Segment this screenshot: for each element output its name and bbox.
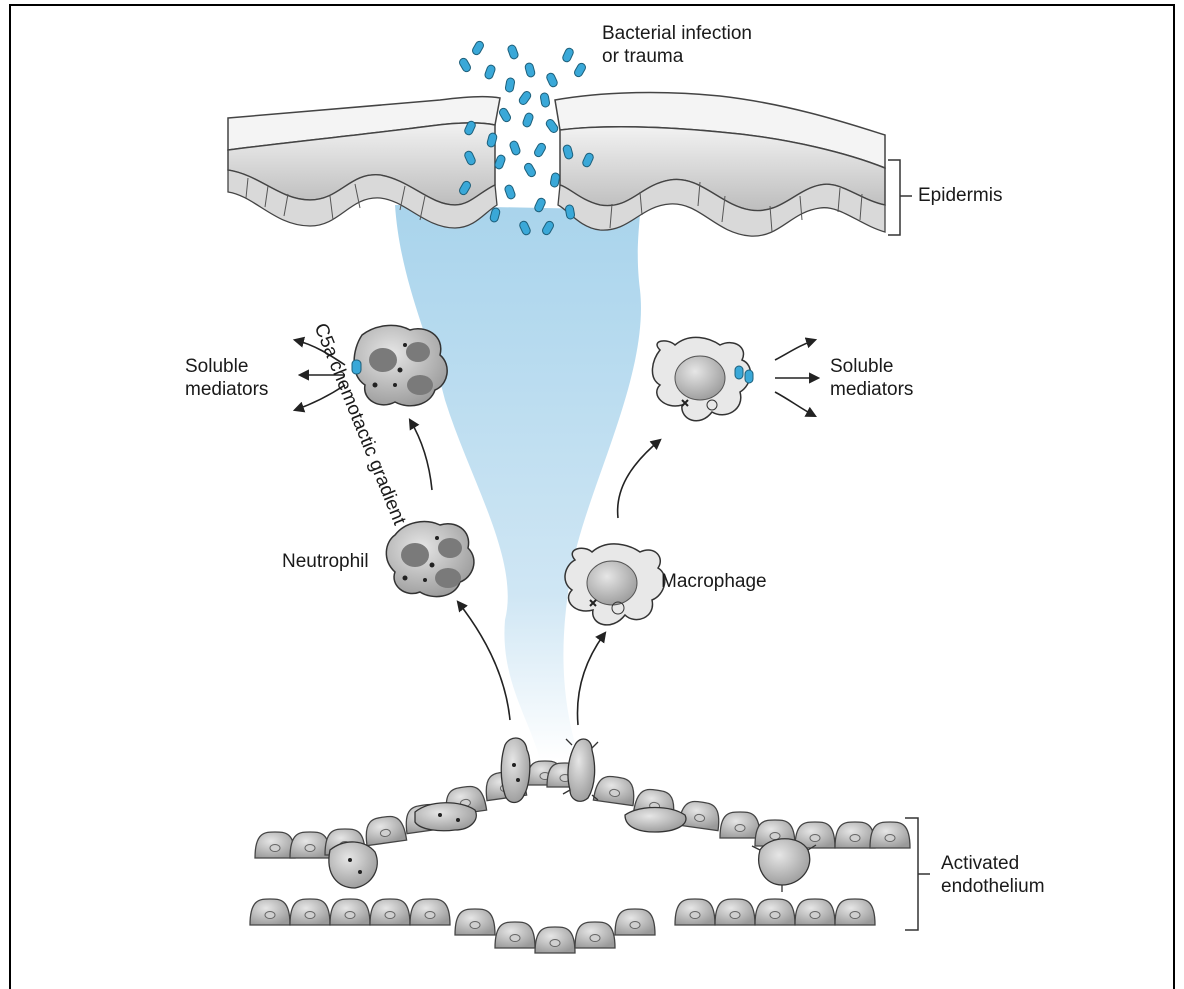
macrophage-cell — [565, 544, 665, 625]
endothelial-cell — [255, 832, 295, 858]
endothelial-cell — [615, 909, 655, 935]
endothelial-cell — [593, 774, 636, 805]
soluble-left-line2: mediators — [185, 378, 268, 401]
infection-label: Bacterial infection or trauma — [602, 22, 752, 68]
soluble-left-line1: Soluble — [185, 355, 268, 378]
rolling-neutrophil — [415, 803, 476, 831]
neutrophil-label: Neutrophil — [282, 550, 369, 573]
epidermis-bracket — [888, 160, 912, 235]
endothelial-cell — [575, 922, 615, 948]
bacterium — [509, 140, 521, 156]
endothelial-cell — [675, 899, 715, 925]
bacterium — [498, 107, 512, 123]
neutrophil-upper-cell — [352, 325, 447, 405]
endothelial-cell — [290, 832, 330, 858]
soluble-right-line1: Soluble — [830, 355, 913, 378]
endothelial-cell — [330, 899, 370, 925]
endothelial-cell — [290, 899, 330, 925]
endothelial-cell — [363, 814, 406, 845]
endothelial-cell — [720, 812, 760, 838]
endothelial-cell — [410, 899, 450, 925]
infection-label-line1: Bacterial infection — [602, 22, 752, 45]
bacterium — [540, 92, 550, 107]
macrophage-label: Macrophage — [661, 570, 767, 593]
bacterium — [533, 142, 547, 158]
macrophage-label-text: Macrophage — [661, 570, 767, 593]
adherent-neutrophil — [329, 842, 377, 888]
bacterium — [458, 57, 472, 73]
endothelial-cell — [715, 899, 755, 925]
bacterium — [573, 62, 587, 78]
bacterium — [522, 112, 534, 128]
endothelium-label-line1: Activated — [941, 852, 1045, 875]
endothelial-cell — [535, 927, 575, 953]
bacterium — [545, 72, 558, 88]
endothelial-cell — [455, 909, 495, 935]
bacterium — [518, 90, 533, 106]
bacterium — [550, 172, 560, 187]
bacterium — [471, 40, 485, 56]
rolling-macrophage — [625, 808, 686, 833]
endothelial-cell — [370, 899, 410, 925]
endothelial-cell — [250, 899, 290, 925]
bacterium — [524, 62, 535, 78]
endothelial-cell — [755, 899, 795, 925]
neutrophil-label-text: Neutrophil — [282, 550, 369, 573]
endothelium-label: Activated endothelium — [941, 852, 1045, 898]
infection-label-line2: or trauma — [602, 45, 752, 68]
bacterium — [523, 162, 537, 178]
soluble-mediators-right-label: Soluble mediators — [830, 355, 913, 401]
endothelial-cell — [870, 822, 910, 848]
neutrophil-cell — [386, 522, 474, 597]
epidermis-label: Epidermis — [918, 184, 1002, 207]
endothelium-label-line2: endothelium — [941, 875, 1045, 898]
bacterium — [484, 64, 496, 80]
endothelial-cell — [795, 899, 835, 925]
bacterium — [561, 47, 574, 63]
endothelial-cell — [835, 899, 875, 925]
epidermis-label-text: Epidermis — [918, 184, 1002, 207]
endothelial-cell — [495, 922, 535, 948]
macrophage-upper-cell — [652, 337, 753, 420]
bacterium — [507, 44, 519, 60]
soluble-right-line2: mediators — [830, 378, 913, 401]
bacterium — [504, 184, 516, 200]
bacterium — [505, 77, 515, 92]
transmigrating-neutrophil — [501, 738, 530, 802]
adherent-macrophage — [752, 839, 816, 892]
soluble-mediators-left-label: Soluble mediators — [185, 355, 268, 401]
endothelial-cell — [835, 822, 875, 848]
bacterium — [545, 118, 560, 134]
